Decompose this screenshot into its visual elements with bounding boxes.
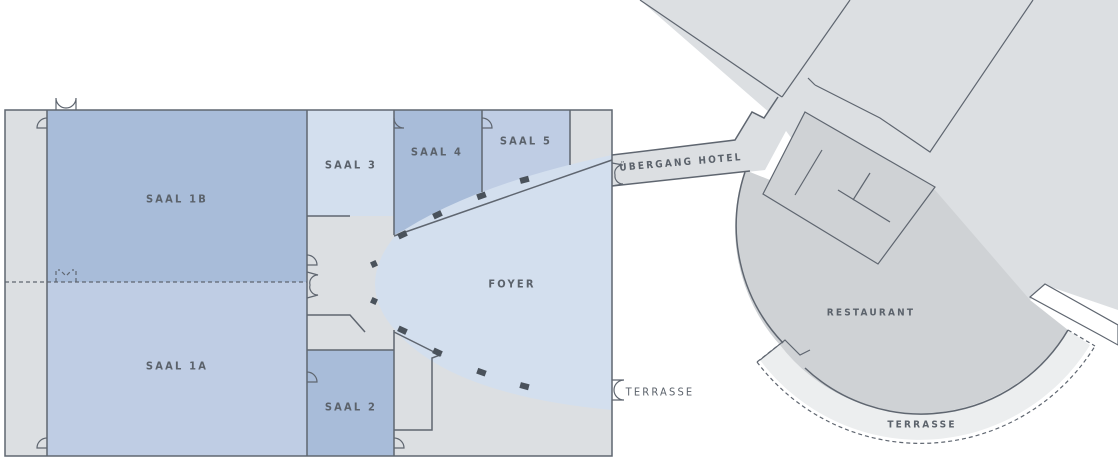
- saal-1a-area[interactable]: [47, 282, 307, 456]
- saal-2-label: SAAL 2: [324, 400, 378, 414]
- saal-2-area[interactable]: [307, 350, 394, 456]
- saal-1a-label: SAAL 1A: [145, 359, 209, 373]
- saal-3-label: SAAL 3: [324, 158, 378, 172]
- restaurant-notch: [1028, 283, 1118, 346]
- saal-4-label: SAAL 4: [410, 145, 464, 159]
- saal-1b-area[interactable]: [47, 110, 307, 282]
- foyer-area[interactable]: [375, 155, 612, 410]
- foyer-label: FOYER: [488, 277, 536, 291]
- saal-5-label: SAAL 5: [499, 134, 553, 148]
- restaurant-terrace-area: [760, 330, 1090, 440]
- restaurant-label: RESTAURANT: [826, 307, 916, 319]
- terrasse-restaurant-label: TERRASSE: [887, 419, 957, 431]
- uebergang-hotel-corridor[interactable]: [612, 97, 800, 186]
- doors: [36, 97, 625, 449]
- service-core: [762, 111, 936, 265]
- foyer-columns: [370, 175, 530, 391]
- saal-3-area[interactable]: [307, 110, 394, 216]
- saal-4-area[interactable]: [394, 110, 482, 235]
- saal-1b-label: SAAL 1B: [145, 192, 209, 206]
- terrasse-foyer-label: TERRASSE: [625, 385, 695, 399]
